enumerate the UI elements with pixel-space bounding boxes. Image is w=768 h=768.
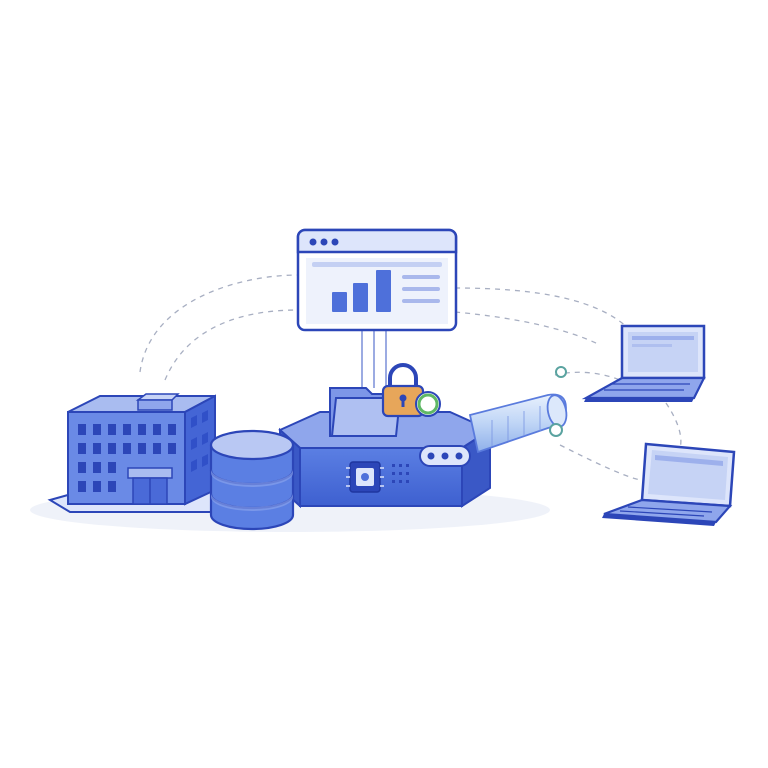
connection-lines	[139, 274, 682, 481]
window-dot-icon	[331, 238, 339, 246]
connector-building-dashboard-2	[164, 309, 299, 381]
window-dot-icon	[320, 238, 328, 246]
connector-laptop-laptop	[659, 394, 682, 461]
chip-icon	[346, 461, 384, 493]
connector-building-dashboard	[139, 274, 299, 373]
laptop-top-icon	[581, 324, 706, 402]
bar-chart-icon	[332, 270, 391, 312]
shield-check-icon	[415, 391, 441, 417]
connector-server-laptop	[559, 444, 641, 481]
status-lights	[419, 445, 471, 467]
node-dot-icon	[549, 423, 563, 437]
dashboard-links	[361, 330, 387, 388]
connector-dashboard-laptop	[454, 287, 631, 331]
laptop-bottom-icon	[602, 442, 736, 526]
vent-grid	[392, 464, 409, 483]
dashboard-window	[296, 228, 458, 332]
window-dot-icon	[309, 238, 317, 246]
node-dot-icon	[555, 366, 567, 378]
padlock-icon	[381, 363, 425, 418]
connector-dashboard-laptop-2	[454, 311, 601, 346]
secure-tunnel	[468, 393, 568, 454]
office-building	[47, 393, 253, 513]
connector-tunnel-node	[554, 371, 621, 381]
database-icon	[209, 429, 295, 531]
